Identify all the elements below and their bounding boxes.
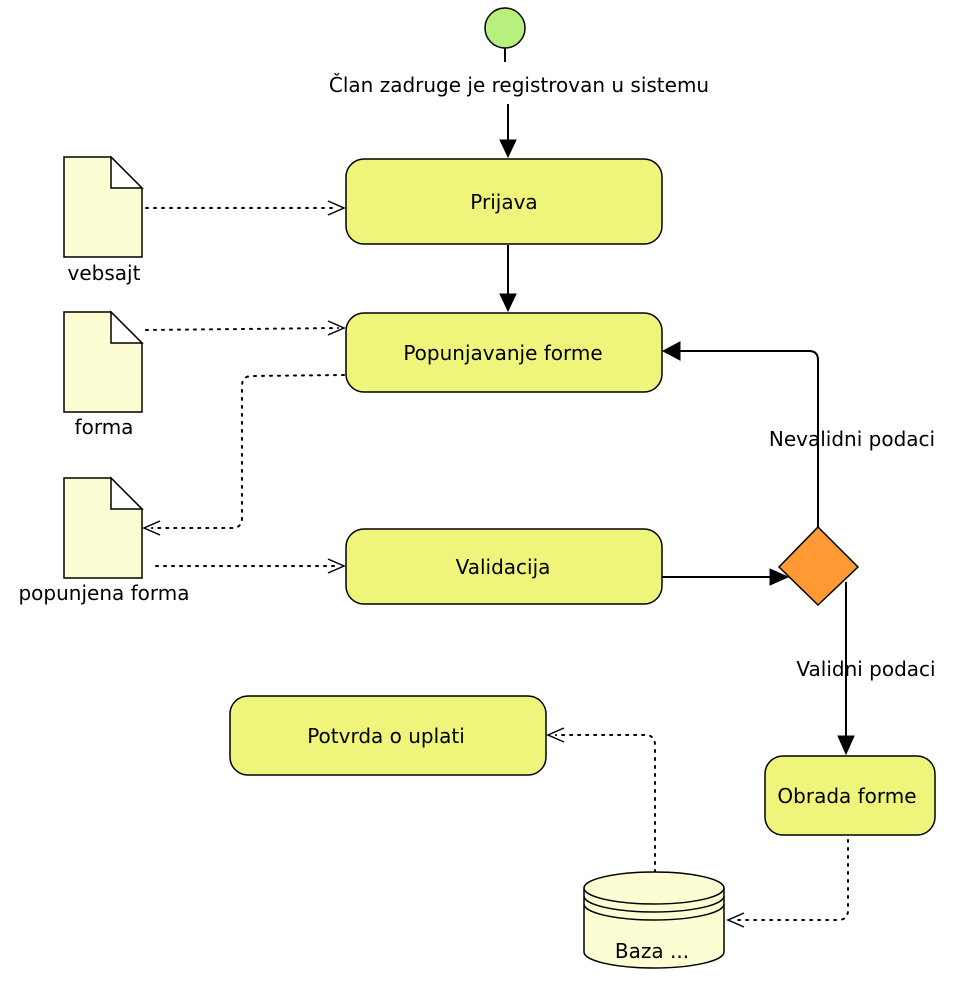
arrowhead-invalid-to-popunjavanje: [661, 341, 681, 361]
open-arrowhead-prijava: [327, 200, 346, 216]
arrowhead-to-prijava: [499, 139, 517, 159]
artifact-popunjena-forma-label: popunjena forma: [18, 581, 189, 605]
activity-potvrda-o-uplati[interactable]: [229, 695, 547, 776]
database-label: Baza ...: [615, 939, 689, 963]
valid-data-label: Validni podaci: [796, 657, 935, 681]
dep-baza-to-potvrda: [555, 734, 656, 873]
activity-validacija[interactable]: [345, 528, 663, 605]
activity-obrada-forme[interactable]: [764, 755, 936, 836]
invalid-data-label: Nevalidni podaci: [769, 427, 935, 451]
activity-obrada-label: Obrada forme: [777, 784, 916, 808]
artifact-vebsajt-fold: [110, 155, 144, 189]
activity-prijava-label: Prijava: [470, 190, 537, 214]
activity-popunjavanje-forme[interactable]: [345, 312, 663, 393]
decision-node[interactable]: [777, 525, 860, 607]
database-icon: [583, 871, 725, 969]
artifact-popunjena-forma-icon: [63, 477, 143, 579]
activity-validacija-label: Validacija: [456, 555, 551, 579]
arrowhead-to-decision: [769, 568, 790, 586]
artifact-popunjena-forma-fold: [110, 476, 144, 510]
flow-invalid-loop: [678, 350, 819, 527]
start-node: [484, 7, 526, 49]
activity-popunjavanje-label: Popunjavanje forme: [403, 341, 602, 365]
artifact-vebsajt-label: vebsajt: [68, 261, 141, 285]
open-arrowhead-validacija: [327, 558, 346, 574]
arrowhead-to-obrada: [837, 735, 855, 756]
activity-potvrda-label: Potvrda o uplati: [307, 724, 465, 748]
dep-obrada-to-baza: [735, 839, 849, 921]
start-condition-label: Član zadruge je registrovan u sistemu: [329, 73, 709, 97]
activity-prijava[interactable]: [345, 158, 663, 245]
open-arrowhead-popunjena-forma: [142, 520, 161, 536]
arrowhead-to-popunjavanje: [499, 293, 517, 313]
artifact-forma-icon: [63, 311, 143, 413]
open-arrowhead-baza: [726, 912, 745, 928]
dep-forma-to-popunjavanje: [145, 327, 339, 331]
artifact-forma-label: forma: [75, 415, 134, 439]
artifact-forma-fold: [110, 310, 144, 344]
open-arrowhead-potvrda: [546, 727, 565, 743]
dep-popunjavanje-to-popunjena-forma: [151, 374, 345, 529]
artifact-vebsajt-icon: [63, 156, 143, 258]
open-arrowhead-popunjavanje: [327, 320, 346, 336]
